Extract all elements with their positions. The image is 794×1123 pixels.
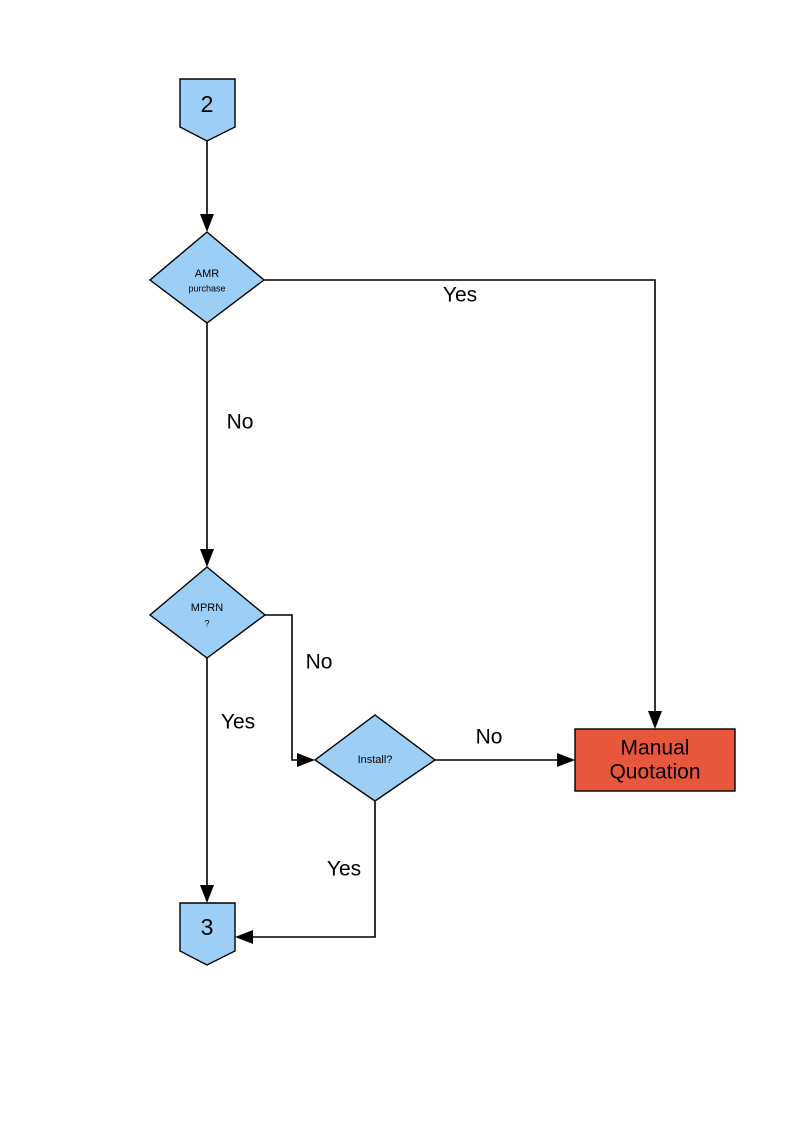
node-mprn-shape[interactable] [148,566,267,659]
node-manual-quotation-label-line2: Quotation [609,761,700,784]
edge-amr-no: No [200,323,253,567]
edge-start-to-amr-arrowhead [200,214,214,232]
edge-mprn-no-arrowhead [297,753,315,767]
node-end-3-label: 3 [201,914,214,940]
node-manual-quotation-shape[interactable] [574,728,736,792]
edge-mprn-yes: Yes [200,658,255,903]
edge-label-mprn-no: No [306,651,333,674]
edge-install-yes: Yes [235,801,376,944]
edge-start-to-amr [200,141,214,232]
node-amr-purchase-label-line1: AMR [195,268,220,280]
node-amr-purchase-shape[interactable] [148,231,266,324]
edge-amr-yes: Yes [264,279,662,729]
edge-label-amr-yes: Yes [443,284,477,307]
edge-mprn-no-line [265,614,300,761]
edge-install-yes-arrowhead [235,930,253,944]
edge-label-mprn-yes: Yes [221,711,255,734]
node-end-3[interactable]: 3 [179,902,236,966]
edge-label-amr-no: No [227,411,254,434]
edge-install-no-arrowhead [557,753,575,767]
node-install-shape[interactable] [313,714,437,802]
node-start-2-label: 2 [201,91,214,117]
edge-install-no: No [435,726,575,767]
node-mprn-label-line1: MPRN [191,602,223,614]
node-start-2[interactable]: 2 [179,78,236,142]
node-amr-purchase-label-line2: purchase [188,283,225,293]
node-start-2-shape[interactable] [179,78,236,142]
node-manual-quotation[interactable]: Manual Quotation [574,728,736,792]
node-amr-purchase[interactable]: AMR purchase [148,231,266,324]
node-mprn-label-line2: ? [204,618,209,628]
node-install-label-line1: Install? [358,754,393,766]
node-end-3-shape[interactable] [179,902,236,966]
edge-amr-yes-arrowhead [648,711,662,729]
node-manual-quotation-label-line1: Manual [621,737,690,760]
edge-install-yes-line [250,801,376,938]
edge-label-install-yes: Yes [327,858,361,881]
edge-mprn-yes-arrowhead [200,885,214,903]
edge-mprn-no: No [265,614,333,767]
edge-amr-no-arrowhead [200,549,214,567]
node-mprn[interactable]: MPRN ? [148,566,267,659]
edge-amr-yes-line [264,279,656,714]
node-install[interactable]: Install? [313,714,437,802]
edge-label-install-no: No [476,726,503,749]
